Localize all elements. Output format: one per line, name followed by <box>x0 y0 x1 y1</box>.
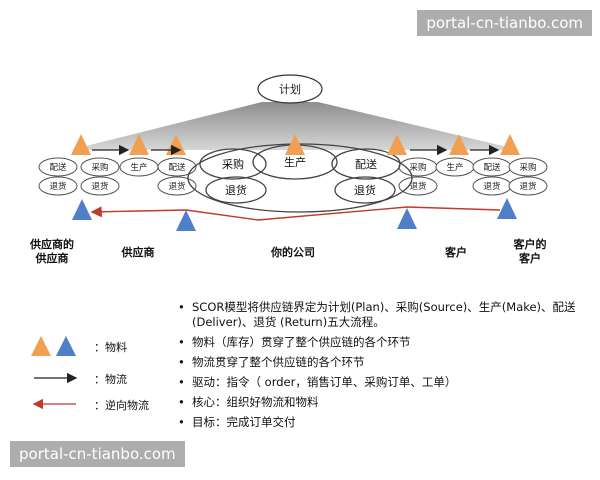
reverse-logistics-arrow <box>90 206 501 221</box>
process-label-tuihuo: 退货 <box>49 181 67 192</box>
process-label-tuihuo: 退货 <box>519 181 537 192</box>
process-label-peisong: 配送 <box>483 162 501 173</box>
process-ellipse-tuihuo <box>80 176 120 196</box>
process-label-shengchan: 生产 <box>446 162 463 173</box>
company-ellipse-tuihuo <box>205 176 267 204</box>
material-triangle-orange <box>129 134 149 155</box>
material-triangle-blue <box>397 208 417 229</box>
legend-orange-triangle <box>31 336 51 356</box>
process-ellipse-tuihuo <box>398 176 438 196</box>
process-ellipse-caigou <box>80 157 120 177</box>
process-label-shengchan: 生产 <box>130 162 147 173</box>
material-triangle-orange <box>500 134 520 155</box>
process-ellipse-tuihuo <box>508 176 548 196</box>
plan-ellipse <box>257 74 323 104</box>
process-label-caigou: 采购 <box>409 162 426 173</box>
material-triangle-orange <box>449 134 469 155</box>
process-label-tuihuo: 退货 <box>409 181 427 192</box>
legend-logistics-label: ：物流 <box>94 373 127 386</box>
process-ellipse-caigou <box>508 157 548 177</box>
bullet-item: 核心：组织好物流和物料 <box>176 395 586 410</box>
material-triangle-blue <box>72 199 92 220</box>
company-label-peisong: 配送 <box>355 157 377 171</box>
process-label-peisong: 配送 <box>168 162 186 173</box>
process-label-tuihuo: 退货 <box>168 181 186 192</box>
party-customer-of-customer: 客户的 客户 <box>513 238 547 265</box>
bullet-item: 目标：完成订单交付 <box>176 415 586 430</box>
bullet-item: 物流贯穿了整个供应链的各个环节 <box>176 355 586 370</box>
company-ellipse-peisong <box>331 148 401 180</box>
watermark-bottom: portal-cn-tianbo.com <box>10 441 185 467</box>
material-triangle-orange <box>71 134 91 155</box>
process-label-caigou: 采购 <box>91 162 108 173</box>
process-label-caigou: 采购 <box>519 162 536 173</box>
company-label-caigou: 采购 <box>222 157 244 171</box>
process-ellipse-peisong <box>38 157 78 177</box>
company-label-tuihuo: 退货 <box>225 183 247 197</box>
legend-blue-triangle <box>56 336 76 356</box>
material-triangle-blue <box>176 210 196 231</box>
company-ellipse-tuihuo <box>334 176 396 204</box>
legend-reverse-label: ：逆向物流 <box>94 399 149 412</box>
material-triangle-orange <box>285 134 305 155</box>
bullet-item: SCOR模型将供应链界定为计划(Plan)、采购(Source)、生产(Make… <box>176 300 586 330</box>
legend-graphics <box>31 336 78 410</box>
company-label-shengchan: 生产 <box>284 155 306 169</box>
party-customer: 客户 <box>445 246 467 259</box>
company-outer-ellipse <box>187 143 413 213</box>
party-your-company: 你的公司 <box>271 246 315 259</box>
process-label-tuihuo: 退货 <box>483 181 501 192</box>
party-supplier: 供应商 <box>121 246 155 259</box>
material-triangle-blue <box>497 198 517 219</box>
company-ellipse-caigou <box>199 148 267 180</box>
party-supplier-of-supplier: 供应商的 供应商 <box>30 238 74 265</box>
company-label-tuihuo: 退货 <box>354 183 376 197</box>
legend-material-label: ：物料 <box>94 341 127 354</box>
bullet-item: 物料（库存）贯穿了整个供应链的各个环节 <box>176 335 586 350</box>
scor-bullet-list: SCOR模型将供应链界定为计划(Plan)、采购(Source)、生产(Make… <box>176 300 586 435</box>
process-ellipse-tuihuo <box>157 176 197 196</box>
plan-fan <box>70 102 520 150</box>
watermark-top: portal-cn-tianbo.com <box>417 10 592 36</box>
bullet-item: 驱动：指令（ order，销售订单、采购订单、工单） <box>176 375 586 390</box>
plan-label: 计划 <box>279 83 301 96</box>
process-label-tuihuo: 退货 <box>91 181 109 192</box>
material-triangle-orange <box>387 134 407 155</box>
process-label-peisong: 配送 <box>49 162 67 173</box>
small-process-ellipses: 配送采购退货退货生产配送退货采购生产退货配送采购退货退货 <box>38 157 548 196</box>
process-ellipse-tuihuo <box>38 176 78 196</box>
process-ellipse-peisong <box>157 157 197 177</box>
